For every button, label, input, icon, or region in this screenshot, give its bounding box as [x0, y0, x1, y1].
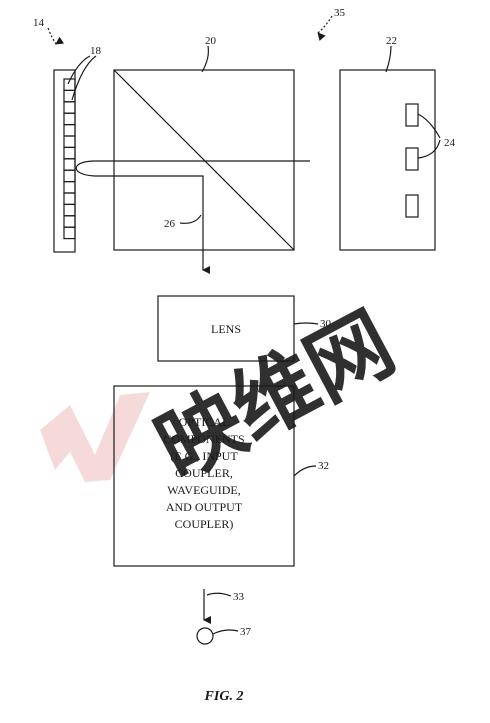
optical-components-label: OPTICAL COMPONENTS (E.G., INPUT COUPLER,… [163, 415, 244, 531]
light-source-box [339, 69, 436, 251]
ref-37: 37 [240, 626, 252, 638]
ref-32: 32 [318, 460, 329, 472]
display-pixel-cell [63, 215, 76, 228]
display-pixel-cells [63, 78, 76, 240]
ref-26: 26 [164, 218, 176, 230]
leader-14 [47, 27, 65, 45]
display-pixel-cell [63, 112, 76, 126]
display-pixel-cell [63, 135, 76, 148]
display-pixel-cell [63, 101, 76, 114]
emitter-top [405, 103, 419, 127]
optical-label-line: OPTICAL [179, 415, 230, 429]
display-pixel-cell [63, 169, 76, 183]
optical-label-line: AND OUTPUT [166, 500, 243, 514]
optical-label-line: WAVEGUIDE, [167, 483, 240, 497]
optical-label-line: COMPONENTS [163, 432, 244, 446]
optical-label-line: COUPLER) [175, 517, 234, 531]
display-pixel-cell [63, 123, 76, 137]
display-pixel-cell [63, 181, 76, 194]
optical-label-line: COUPLER, [175, 466, 233, 480]
display-pixel-cell [63, 192, 76, 205]
leader-32 [293, 465, 317, 477]
leader-37 [212, 629, 239, 635]
display-pixel-cell [63, 158, 76, 171]
watermark-logo-icon [40, 392, 150, 482]
optical-label-line: (E.G., INPUT [170, 449, 238, 463]
ref-20: 20 [205, 35, 217, 47]
leader-26 [179, 214, 202, 224]
ref-30: 30 [320, 318, 332, 330]
leader-18 [67, 55, 97, 101]
display-pixel-cell [63, 226, 76, 240]
ref-18: 18 [90, 45, 102, 57]
ref-33: 33 [233, 591, 245, 603]
ref-14: 14 [33, 17, 45, 29]
beam-splitter-box [113, 69, 295, 251]
ref-22: 22 [386, 35, 397, 47]
leader-35 [317, 15, 333, 41]
display-pixel-cell [63, 203, 76, 217]
lens-label: LENS [211, 322, 241, 336]
emitter-bottom [405, 194, 419, 218]
display-pixel-cell [63, 146, 76, 160]
emitter-middle [405, 147, 419, 171]
figure-caption: FIG. 2 [204, 689, 244, 704]
leader-20 [201, 45, 209, 73]
ref-35: 35 [334, 7, 346, 19]
leader-24 [417, 113, 441, 159]
lens-box [157, 295, 295, 362]
leader-30 [293, 322, 319, 325]
light-path-26 [75, 160, 310, 274]
ref-24: 24 [444, 137, 456, 149]
eye-circle-37 [196, 627, 214, 645]
leader-33 [206, 592, 232, 597]
beam-splitter-diagonal [113, 69, 295, 251]
leader-22 [385, 45, 392, 73]
